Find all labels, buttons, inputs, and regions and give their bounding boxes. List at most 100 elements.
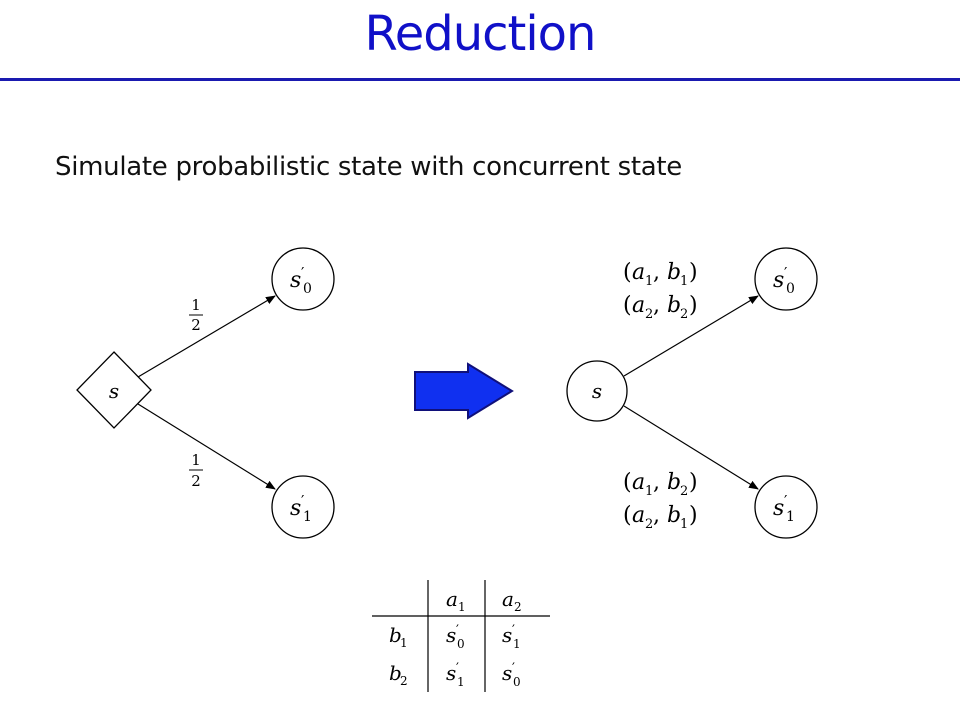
right-bottom-node-label: s ′ 1 bbox=[773, 492, 795, 525]
title-divider bbox=[0, 78, 960, 81]
svg-text:2: 2 bbox=[680, 307, 688, 322]
left-graph: s s ′ 0 s ′ 1 1 2 1 2 bbox=[76, 247, 335, 539]
right-top-edge bbox=[623, 295, 759, 377]
svg-text:(: ( bbox=[623, 503, 632, 528]
svg-text:a: a bbox=[632, 260, 645, 285]
svg-text:): ) bbox=[689, 293, 698, 318]
svg-text:1: 1 bbox=[786, 509, 795, 525]
concurrent-state-node bbox=[566, 360, 628, 422]
svg-text:s: s bbox=[290, 496, 301, 521]
svg-text:): ) bbox=[689, 503, 698, 528]
left-bottom-node bbox=[271, 475, 335, 539]
svg-text:(: ( bbox=[623, 470, 632, 495]
svg-text:2: 2 bbox=[645, 307, 653, 322]
svg-text:s: s bbox=[773, 268, 784, 293]
table-cell-b2-a1: s′1 bbox=[446, 661, 465, 689]
left-bottom-node-label: s ′ 1 bbox=[290, 492, 312, 525]
svg-text:1: 1 bbox=[191, 296, 201, 314]
svg-text:1: 1 bbox=[645, 484, 653, 499]
svg-text:b: b bbox=[667, 470, 681, 495]
svg-text:s: s bbox=[502, 623, 512, 647]
table-cell-b1-a1: s′0 bbox=[446, 623, 465, 651]
svg-text:1: 1 bbox=[457, 675, 465, 689]
svg-text:): ) bbox=[689, 470, 698, 495]
svg-text:1: 1 bbox=[191, 451, 201, 469]
table-row-label-b2: b2 bbox=[389, 661, 408, 688]
svg-text:a: a bbox=[502, 587, 514, 611]
svg-text:2: 2 bbox=[645, 517, 653, 532]
svg-text:′: ′ bbox=[784, 492, 788, 510]
right-bottom-edge bbox=[623, 405, 759, 490]
right-bottom-node bbox=[754, 475, 818, 539]
svg-text:s: s bbox=[446, 623, 456, 647]
svg-text:′: ′ bbox=[301, 264, 305, 282]
svg-text:′: ′ bbox=[512, 661, 515, 676]
svg-text:1: 1 bbox=[513, 637, 521, 651]
svg-text:a: a bbox=[632, 470, 645, 495]
right-top-node bbox=[754, 247, 818, 311]
svg-text:b: b bbox=[667, 293, 681, 318]
svg-text:s: s bbox=[502, 661, 512, 685]
svg-text:2: 2 bbox=[191, 472, 201, 490]
left-center-label: s bbox=[109, 379, 119, 403]
svg-text:a: a bbox=[446, 587, 458, 611]
svg-text:s: s bbox=[446, 661, 456, 685]
svg-text:): ) bbox=[689, 260, 698, 285]
svg-text:1: 1 bbox=[680, 274, 688, 289]
svg-text:1: 1 bbox=[458, 600, 466, 614]
transform-arrow-icon bbox=[414, 362, 514, 420]
svg-text:a: a bbox=[632, 293, 645, 318]
table-cell-b1-a2: s′1 bbox=[502, 623, 521, 651]
svg-text:0: 0 bbox=[786, 281, 795, 297]
svg-text:b: b bbox=[389, 623, 402, 647]
svg-text:2: 2 bbox=[400, 674, 408, 688]
svg-text:,: , bbox=[653, 503, 660, 528]
svg-text:(: ( bbox=[623, 260, 632, 285]
svg-text:′: ′ bbox=[784, 264, 788, 282]
svg-text:2: 2 bbox=[191, 316, 201, 334]
svg-text:′: ′ bbox=[512, 623, 515, 638]
svg-text:1: 1 bbox=[303, 509, 312, 525]
left-top-node-label: s ′ 0 bbox=[290, 264, 312, 297]
svg-text:a: a bbox=[632, 503, 645, 528]
left-top-edge-probability: 1 2 bbox=[189, 296, 203, 334]
left-top-node bbox=[271, 247, 335, 311]
slide-subtitle: Simulate probabilistic state with concur… bbox=[55, 152, 682, 182]
svg-text:b: b bbox=[389, 661, 402, 685]
svg-text:s: s bbox=[290, 268, 301, 293]
table-row-label-b1: b1 bbox=[389, 623, 408, 650]
svg-text:0: 0 bbox=[303, 281, 312, 297]
svg-text:0: 0 bbox=[513, 675, 521, 689]
svg-text:1: 1 bbox=[680, 517, 688, 532]
svg-text:′: ′ bbox=[456, 623, 459, 638]
left-top-edge bbox=[137, 295, 276, 378]
left-bottom-edge-probability: 1 2 bbox=[189, 451, 203, 490]
table-cell-b2-a2: s′0 bbox=[502, 661, 521, 689]
slide-title: Reduction bbox=[364, 6, 597, 62]
svg-text:b: b bbox=[667, 503, 681, 528]
svg-text:′: ′ bbox=[301, 492, 305, 510]
svg-text:1: 1 bbox=[645, 274, 653, 289]
left-bottom-edge bbox=[137, 403, 276, 490]
right-center-label: s bbox=[592, 379, 602, 403]
svg-text:,: , bbox=[653, 470, 660, 495]
svg-text:1: 1 bbox=[400, 636, 408, 650]
svg-text:(: ( bbox=[623, 293, 632, 318]
svg-text:b: b bbox=[667, 260, 681, 285]
svg-text:′: ′ bbox=[456, 661, 459, 676]
svg-text:s: s bbox=[773, 496, 784, 521]
svg-text:0: 0 bbox=[457, 637, 465, 651]
svg-text:2: 2 bbox=[680, 484, 688, 499]
svg-text:,: , bbox=[653, 293, 660, 318]
probabilistic-state-node bbox=[76, 351, 152, 429]
svg-text:,: , bbox=[653, 260, 660, 285]
right-top-node-label: s ′ 0 bbox=[773, 264, 795, 297]
svg-text:2: 2 bbox=[514, 600, 522, 614]
